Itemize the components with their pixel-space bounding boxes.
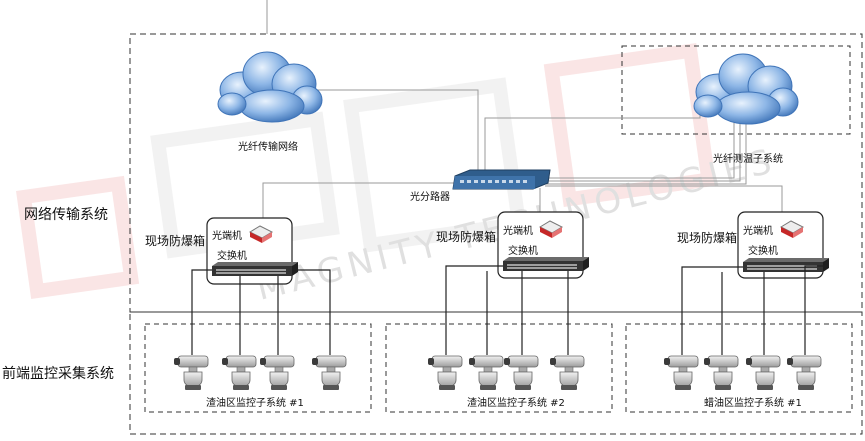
ptz-camera-icon (469, 355, 504, 390)
subsystem-label-3: 蜡油区监控子系统 #1 (704, 398, 802, 409)
temp-system-label: 光纤测温子系统 (713, 154, 783, 165)
site-box-label-3: 现场防爆箱 (677, 231, 738, 245)
optical-label-1: 光端机 (212, 231, 242, 242)
ptz-camera-icon (260, 355, 295, 390)
network-switch-icon-2 (503, 257, 589, 271)
switch-label-3: 交换机 (748, 246, 778, 257)
optical-transceiver-icon-2 (538, 220, 564, 238)
subsystem-box-1 (144, 323, 372, 413)
camera-cables (191, 265, 829, 355)
optical-label-2: 光端机 (503, 226, 533, 237)
network-switch-icon-3 (743, 258, 829, 272)
subsystem-box-3 (625, 323, 853, 413)
optical-transceiver-icon-1 (248, 225, 274, 243)
fiber-network-cloud-icon (217, 51, 323, 123)
fiber-network-label: 光纤传输网络 (238, 142, 298, 153)
splitter-label: 光分路器 (410, 192, 450, 203)
switch-label-2: 交换机 (508, 246, 538, 257)
ptz-camera-icon (704, 355, 739, 390)
ptz-camera-icon (664, 355, 699, 390)
switch-label-1: 交换机 (217, 251, 247, 262)
site-box-label-1: 现场防爆箱 (145, 234, 206, 248)
frontend-system-box (129, 311, 863, 435)
subsystem-label-1: 渣油区监控子系统 #1 (206, 398, 304, 409)
optical-splitter-icon (452, 169, 551, 190)
ptz-camera-icon (787, 355, 822, 390)
ptz-camera-icon (504, 355, 539, 390)
optical-label-3: 光端机 (743, 226, 773, 237)
optical-transceiver-icon-3 (779, 220, 805, 238)
frontend-system-label: 前端监控采集系统 (2, 366, 114, 382)
temp-system-cloud-icon (693, 53, 799, 125)
ptz-camera-icon (222, 355, 257, 390)
subsystem-label-2: 渣油区监控子系统 #2 (467, 398, 565, 409)
network-switch-icon-1 (212, 262, 298, 276)
ptz-camera-icon (312, 355, 347, 390)
subsystem-box-2 (385, 323, 613, 413)
ptz-camera-icon (746, 355, 781, 390)
ptz-camera-icon (550, 355, 585, 390)
ptz-camera-icon (174, 355, 209, 390)
temp-system-box (621, 45, 851, 135)
cameras-layer (174, 355, 822, 390)
ptz-camera-icon (428, 355, 463, 390)
network-system-label: 网络传输系统 (24, 207, 108, 223)
site-box-label-2: 现场防爆箱 (436, 230, 497, 244)
